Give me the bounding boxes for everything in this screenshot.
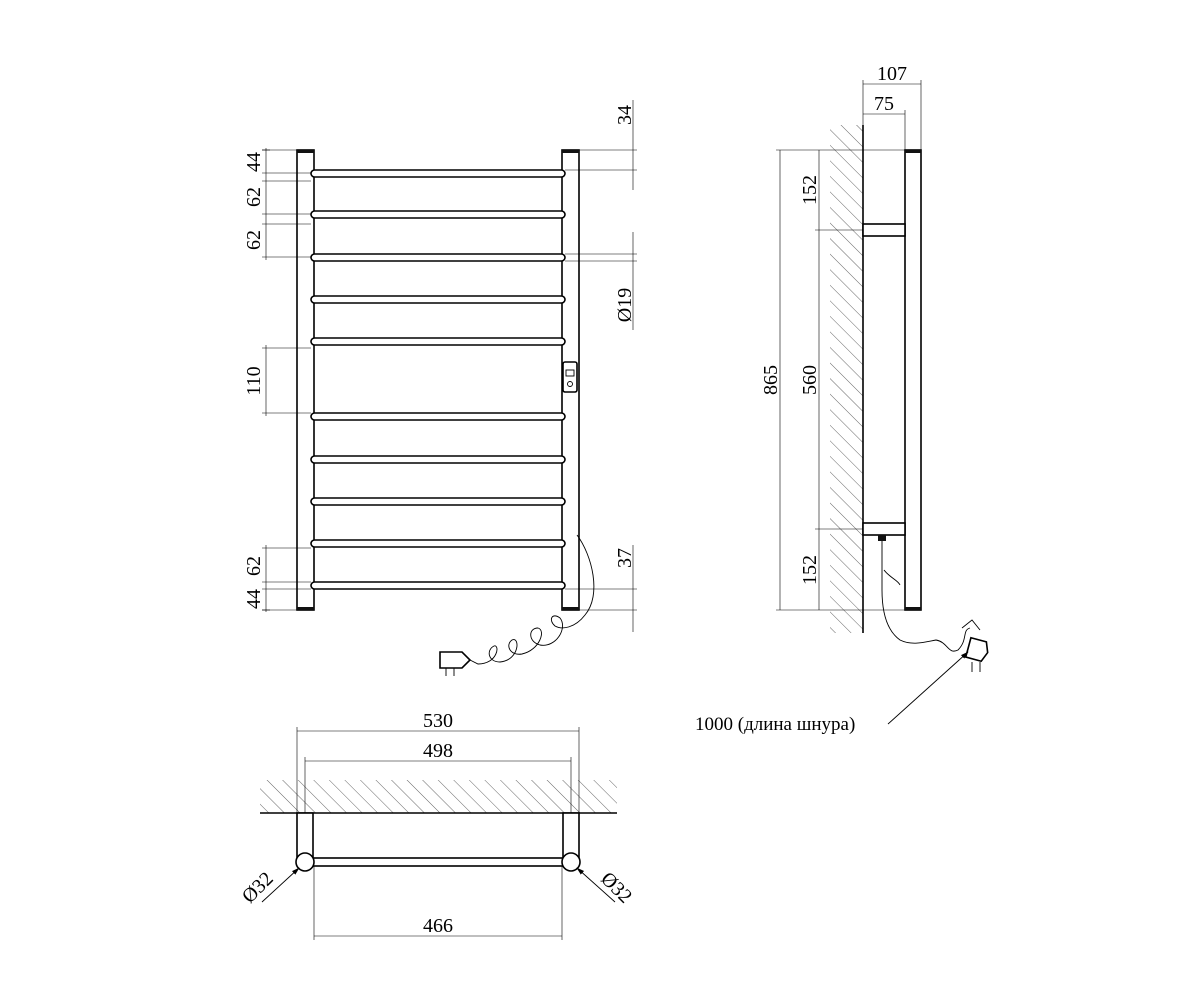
side-plug-icon <box>961 619 989 672</box>
dim-depth-total: 107 <box>877 63 907 85</box>
rung <box>310 581 566 590</box>
dim-gap: 110 <box>243 366 265 395</box>
dim-width-inner: 466 <box>423 915 453 937</box>
dim-post-dia-left: Ø32 <box>238 868 278 908</box>
rungs <box>310 169 566 590</box>
mount-bracket-top <box>862 223 906 237</box>
front-view: 44 62 62 110 62 44 34 Ø19 37 <box>243 100 637 676</box>
rung <box>310 253 566 262</box>
dim-bar-pitch-a: 62 <box>243 187 265 207</box>
top-view: 530 498 466 Ø32 Ø32 <box>238 710 636 940</box>
dim-width-axes: 498 <box>423 740 453 762</box>
rung <box>310 210 566 219</box>
side-view: 107 75 865 152 560 152 1000 (длина шнура… <box>695 63 989 735</box>
right-dimensions <box>565 100 637 632</box>
control-switch <box>562 361 578 393</box>
dim-bottom-pitch: 62 <box>243 556 265 576</box>
rung <box>310 169 566 178</box>
dim-mount-spacing: 560 <box>799 365 821 395</box>
top-post-left <box>295 852 315 872</box>
dim-top-offset: 44 <box>243 152 265 172</box>
top-rung <box>304 857 572 867</box>
dim-bottom-bracket: 152 <box>799 555 821 585</box>
wall-hatch <box>830 125 863 633</box>
dim-bottom-right: 37 <box>614 548 636 568</box>
dim-height-total: 865 <box>760 365 782 395</box>
dim-bar-pitch-b: 62 <box>243 230 265 250</box>
dim-bottom-offset: 44 <box>243 589 265 609</box>
left-dimensions <box>262 148 311 612</box>
rung <box>310 539 566 548</box>
plug-icon <box>439 651 472 676</box>
rung <box>310 497 566 506</box>
rung <box>310 412 566 421</box>
rung <box>310 337 566 346</box>
side-post <box>904 149 922 611</box>
dim-top-right: 34 <box>614 105 636 125</box>
dim-tube-dia: Ø19 <box>614 288 636 322</box>
side-cord <box>881 541 971 652</box>
top-wall-hatch <box>260 780 617 813</box>
dim-top-bracket: 152 <box>799 175 821 205</box>
rung <box>310 295 566 304</box>
cord-length-note: 1000 (длина шнура) <box>695 714 855 735</box>
dim-post-dia-right: Ø32 <box>596 868 636 908</box>
top-post-right <box>561 852 581 872</box>
dim-width-total: 530 <box>423 710 453 732</box>
mount-bracket-bottom <box>862 522 906 536</box>
power-cord <box>469 534 595 665</box>
rung <box>310 455 566 464</box>
dim-depth-mount: 75 <box>874 93 894 115</box>
